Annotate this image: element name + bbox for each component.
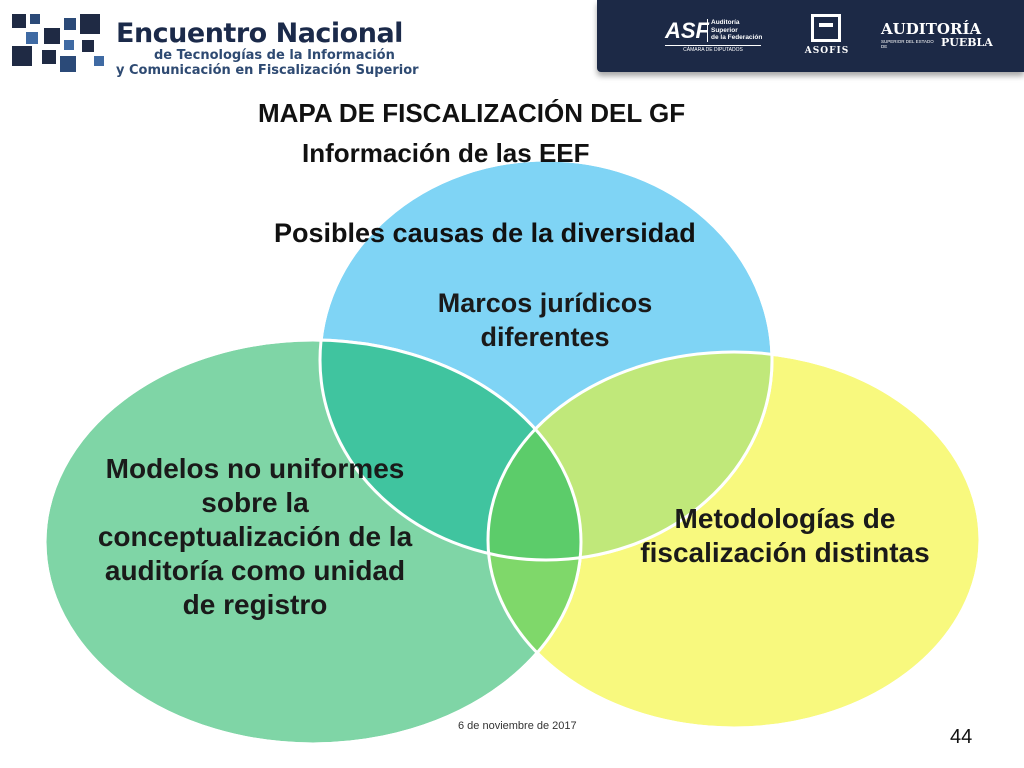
event-logo: Encuentro Nacional de Tecnologías de la … xyxy=(8,10,419,78)
auditoria-puebla-city: PUEBLA xyxy=(941,36,993,49)
asofis-logo-text: ASOFIS xyxy=(804,46,850,56)
asf-logo-bottom: CÁMARA DE DIPUTADOS xyxy=(665,45,761,53)
slide-title: MAPA DE FISCALIZACIÓN DEL GF xyxy=(258,98,686,128)
asf-line-3: de la Federación xyxy=(711,34,763,41)
label-top-circle: Marcos jurídicos diferentes xyxy=(437,288,653,352)
auditoria-puebla-sub: SUPERIOR DEL ESTADO DE xyxy=(881,39,934,49)
event-logo-subtitle-2: y Comunicación en Fiscalización Superior xyxy=(116,63,419,78)
asf-logo: ASF Auditoría Superior de la Federación … xyxy=(665,18,769,54)
footer-date: 6 de noviembre de 2017 xyxy=(458,720,577,732)
label-left-circle: Modelos no uniformes sobre la conceptual… xyxy=(97,453,413,620)
event-logo-subtitle-1: de Tecnologías de la Información xyxy=(154,48,395,63)
asf-logo-text: Auditoría Superior de la Federación xyxy=(707,19,762,42)
asofis-logo: ASOFIS xyxy=(797,14,857,60)
asf-line-1: Auditoría xyxy=(711,19,740,26)
asofis-mark-icon xyxy=(811,14,841,42)
asf-line-2: Superior xyxy=(711,26,738,34)
asf-logo-name: ASF xyxy=(665,18,709,43)
label-right-circle: Metodologías de fiscalización distintas xyxy=(640,503,930,568)
diagram-heading: Posibles causas de la diversidad xyxy=(274,218,696,248)
event-logo-mark-icon xyxy=(8,10,108,74)
overlap-top-left xyxy=(320,340,581,560)
event-logo-title: Encuentro Nacional xyxy=(116,18,403,49)
auditoria-puebla-logo: AUDITORÍA SUPERIOR DEL ESTADO DE PUEBLA xyxy=(881,20,993,56)
auditoria-puebla-main: AUDITORÍA xyxy=(881,20,982,38)
slide-subtitle: Información de las EEF xyxy=(302,138,590,168)
page-number: 44 xyxy=(950,726,973,748)
partner-logos-bar: ASF Auditoría Superior de la Federación … xyxy=(597,0,1024,72)
